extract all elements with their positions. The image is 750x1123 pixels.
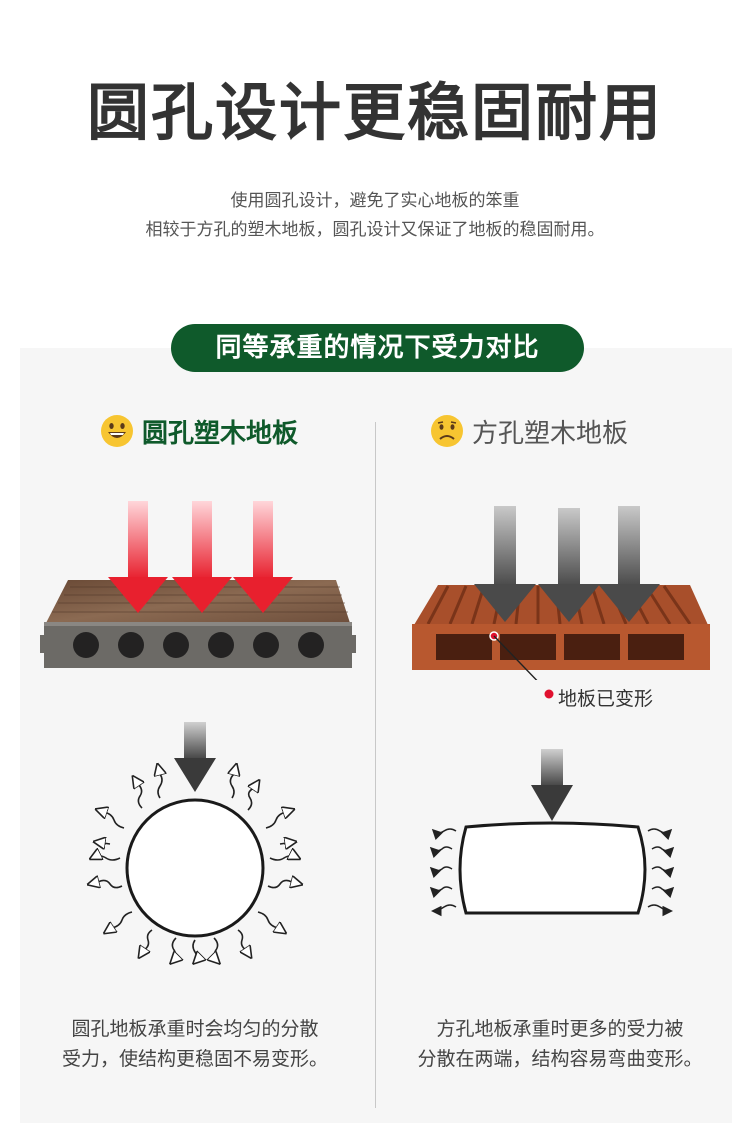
load-arrow-red-1 — [108, 501, 168, 613]
deformation-callout-line — [489, 631, 538, 680]
deformation-label: 地板已变形 — [558, 688, 654, 710]
round-hole-description: 圆孔地板承重时会均匀的分散 受力，使结构更稳固不易变形。 — [30, 1014, 360, 1074]
load-arrow-red-2 — [172, 501, 232, 613]
side-force-arrows — [429, 828, 675, 917]
subtitle-line-1: 使用圆孔设计，避免了实心地板的笨重 — [230, 191, 520, 211]
square-hole-heading: 方孔塑木地板 — [430, 411, 628, 451]
load-arrow-gray-3 — [598, 506, 660, 622]
load-arrow-gray-1 — [474, 506, 536, 622]
callout-dot-icon — [544, 689, 554, 699]
load-arrow-red-3 — [233, 501, 293, 613]
downward-load-arrow — [174, 722, 216, 792]
round-hole-board-figure — [40, 501, 356, 668]
comparison-panel — [20, 348, 732, 1123]
round-hole-shape — [125, 798, 265, 938]
round-hole-description-line-1: 圆孔地板承重时会均匀的分散 — [71, 1018, 319, 1040]
square-hole-heading-label: 方孔塑木地板 — [472, 418, 629, 449]
circle-force-diagram — [80, 722, 310, 968]
square-hole-description-line-2: 分散在两端，结构容易弯曲变形。 — [417, 1048, 703, 1070]
load-arrows-red — [108, 501, 293, 613]
square-hole-description: 方孔地板承重时更多的受力被 分散在两端，结构容易弯曲变形。 — [390, 1014, 730, 1074]
downward-load-arrow-right — [531, 749, 573, 821]
round-hole-description-line-2: 受力，使结构更稳固不易变形。 — [61, 1048, 328, 1070]
load-arrows-gray — [474, 506, 660, 622]
page-title: 圆孔设计更稳固耐用 — [86, 76, 663, 149]
smiling-face-icon — [101, 415, 133, 447]
column-divider — [375, 422, 376, 1108]
square-hole-description-line-1: 方孔地板承重时更多的受力被 — [436, 1018, 684, 1040]
square-hole-board-figure — [412, 506, 710, 680]
frowning-face-icon — [431, 415, 463, 447]
radiating-force-arrows — [90, 766, 300, 962]
deformed-square-shape — [458, 821, 647, 915]
comparison-badge: 同等承重的情况下受力对比 — [171, 324, 584, 372]
subtitle-line-2: 相较于方孔的塑木地板，圆孔设计又保证了地板的稳固耐用。 — [145, 220, 605, 240]
round-hole-heading-label: 圆孔塑木地板 — [142, 418, 299, 449]
square-force-diagram — [429, 749, 675, 917]
load-arrow-gray-2 — [538, 508, 600, 622]
round-hole-heading: 圆孔塑木地板 — [100, 411, 298, 451]
